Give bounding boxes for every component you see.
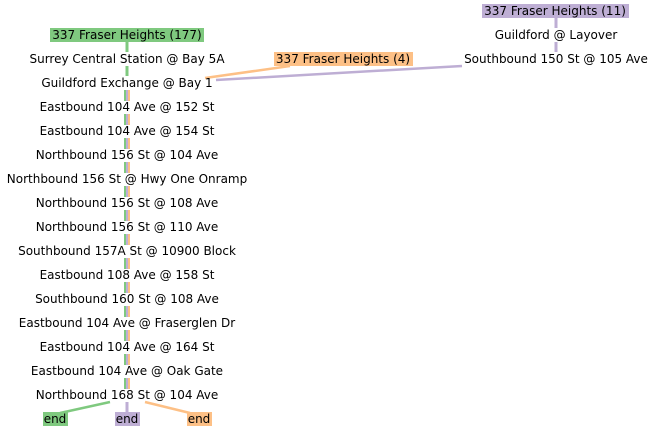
route-lines (59, 18, 558, 415)
route-title-177-box (50, 28, 204, 42)
route-4-end: end (187, 412, 212, 426)
stop-list: Surrey Central Station @ Bay 5A Guildford… (7, 52, 247, 402)
stop-label: Southbound 157A St @ 10900 Block (18, 244, 236, 258)
stop-label: Northbound 168 St @ 104 Ave (36, 388, 219, 402)
stop-label: Guildford Exchange @ Bay 1 (41, 76, 212, 90)
route-11-end-label: end (116, 412, 139, 426)
stop-label: Southbound 160 St @ 108 Ave (35, 292, 219, 306)
stop-label: Eastbound 104 Ave @ 152 St (40, 100, 215, 114)
route-11-end-box (115, 412, 140, 426)
stop-label: Eastbound 108 Ave @ 158 St (40, 268, 215, 282)
route-11-connector (215, 64, 463, 82)
stop-label: Eastbound 104 Ave @ 164 St (40, 340, 215, 354)
stop-label: Eastbound 104 Ave @ 154 St (40, 124, 215, 138)
route-177-end: end (43, 412, 68, 426)
route-4-end-box (187, 412, 212, 426)
branch-stop-label: Southbound 150 St @ 105 Ave (464, 52, 648, 66)
stop-label: Surrey Central Station @ Bay 5A (29, 52, 225, 66)
route-177-end-label: end (44, 412, 67, 426)
route-4-connector (204, 64, 291, 80)
route-title-4-label: 337 Fraser Heights (4) (276, 52, 410, 66)
route-11-end: end (115, 412, 140, 426)
stop-label: Northbound 156 St @ Hwy One Onramp (7, 172, 247, 186)
route-177-end-connector (59, 400, 111, 415)
route-4-end-label: end (188, 412, 211, 426)
branch-stop-label: Guildford @ Layover (495, 28, 618, 42)
stop-label: Northbound 156 St @ 110 Ave (36, 220, 219, 234)
route-177-end-box (43, 412, 68, 426)
route-title-11: 337 Fraser Heights (11) (482, 4, 629, 18)
route-4-end-connector (144, 400, 191, 415)
route-title-4: 337 Fraser Heights (4) (274, 52, 413, 66)
stop-label: Eastbound 104 Ave @ Oak Gate (31, 364, 223, 378)
stop-label: Northbound 156 St @ 108 Ave (36, 196, 219, 210)
stop-label: Northbound 156 St @ 104 Ave (36, 148, 219, 162)
route-title-177: 337 Fraser Heights (177) (50, 28, 204, 42)
route-title-177-label: 337 Fraser Heights (177) (52, 28, 201, 42)
route-title-11-box (482, 4, 629, 18)
route-title-4-box (274, 52, 413, 66)
stop-label: Eastbound 104 Ave @ Fraserglen Dr (19, 316, 236, 330)
shared-segments (124, 90, 130, 389)
route-title-11-label: 337 Fraser Heights (11) (484, 4, 626, 18)
